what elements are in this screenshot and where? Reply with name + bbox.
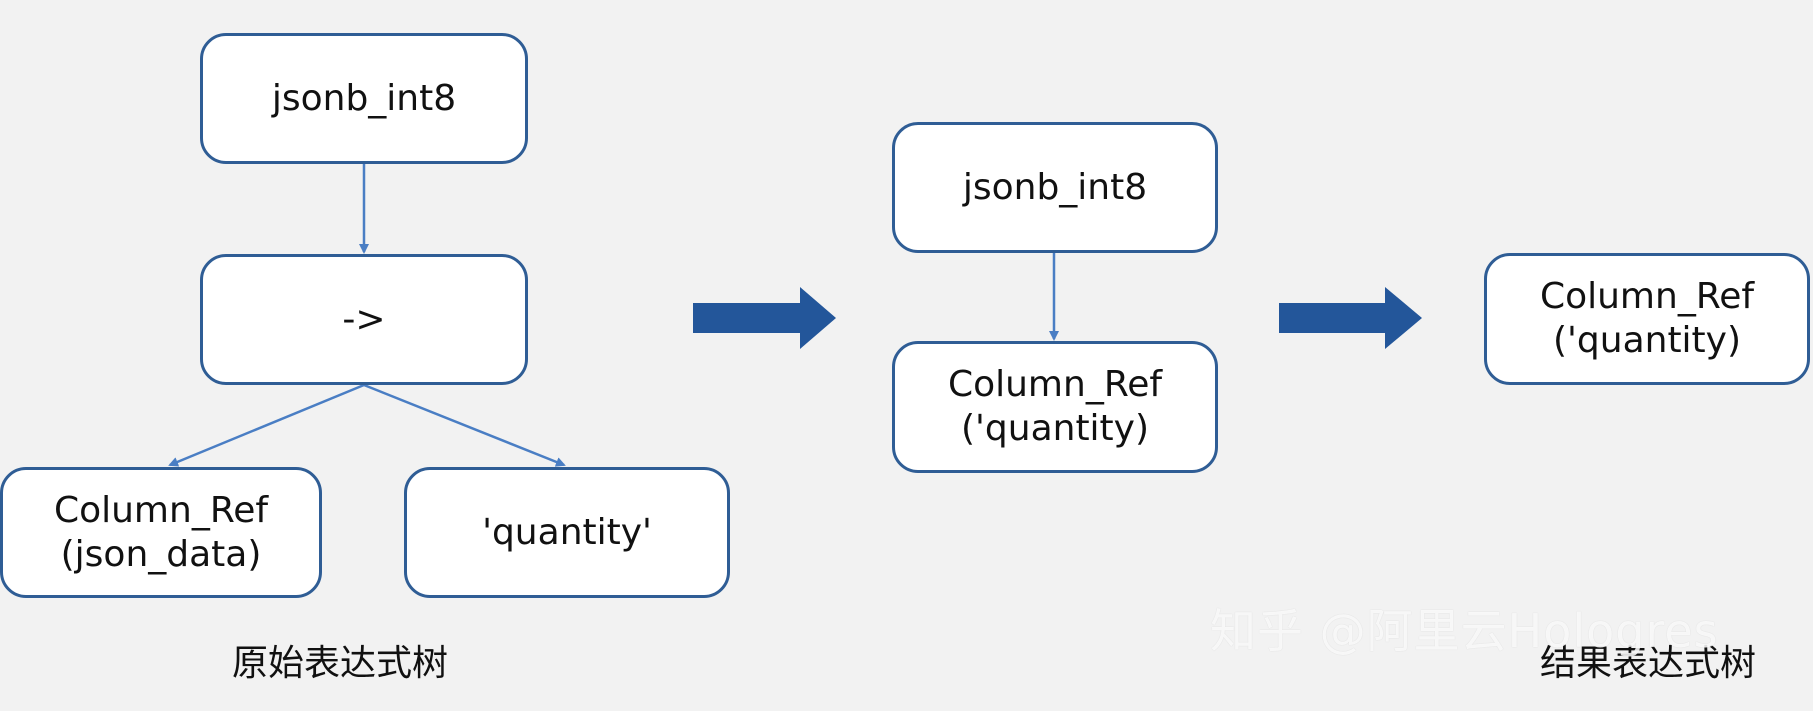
original-right-child-node: 'quantity' bbox=[404, 467, 730, 598]
original-operator-label: -> bbox=[342, 298, 386, 340]
edge-operator-to-left-child bbox=[168, 383, 365, 467]
transform-arrow-1 bbox=[693, 287, 836, 349]
original-root-node: jsonb_int8 bbox=[200, 33, 528, 164]
original-right-child-label: 'quantity' bbox=[482, 511, 652, 553]
result-node: Column_Ref ('quantity) bbox=[1484, 253, 1810, 385]
original-tree-caption: 原始表达式树 bbox=[232, 643, 449, 684]
transform-arrow-2 bbox=[1279, 287, 1422, 349]
original-left-child-node: Column_Ref (json_data) bbox=[0, 467, 322, 598]
intermediate-root-label: jsonb_int8 bbox=[962, 166, 1148, 208]
watermark-text: 知乎 @阿里云Hologres bbox=[1210, 604, 1719, 658]
intermediate-child-node: Column_Ref ('quantity) bbox=[892, 341, 1218, 473]
edge-operator-to-right-child bbox=[363, 383, 566, 467]
intermediate-root-node: jsonb_int8 bbox=[892, 122, 1218, 253]
original-left-child-label: Column_Ref (json_data) bbox=[53, 489, 269, 575]
result-node-label: Column_Ref ('quantity) bbox=[1539, 276, 1755, 361]
original-root-label: jsonb_int8 bbox=[271, 77, 457, 119]
original-operator-node: -> bbox=[200, 254, 528, 385]
result-tree-caption: 结果表达式树 bbox=[1540, 643, 1757, 684]
intermediate-child-label: Column_Ref ('quantity) bbox=[947, 364, 1163, 449]
